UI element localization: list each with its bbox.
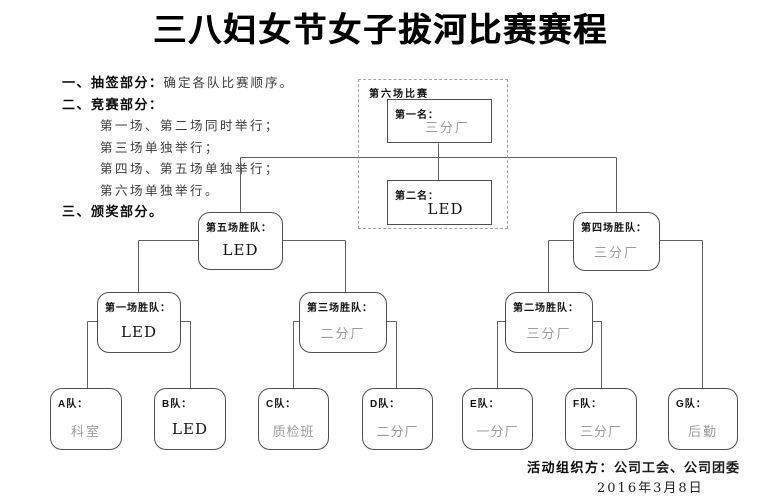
organizer-label: 活动组织方： <box>527 460 615 475</box>
match5-winner-label: 第五场胜队： <box>206 223 272 234</box>
note-section3-label: 三、颁奖部分。 <box>62 204 164 219</box>
note-schedule-line-4: 第六场单独举行。 <box>100 182 221 198</box>
team-box-c: C队： 质检班 <box>258 388 329 450</box>
team-g-label: G队： <box>676 399 707 410</box>
match4-winner-label: 第四场胜队： <box>581 223 647 234</box>
event-date: 2016年3月8日 <box>597 481 704 496</box>
note-schedule-line-2: 第三场单独举行； <box>100 139 221 155</box>
match1-connectors <box>87 321 191 388</box>
organizer-line: 活动组织方：公司工会、公司团委 <box>527 457 740 477</box>
first-place-value: 三分厂 <box>424 120 470 135</box>
team-f-label: F队： <box>573 399 603 410</box>
team-d-label: D队： <box>370 399 401 410</box>
team-f-value: 三分厂 <box>579 424 622 439</box>
match4-connectors <box>548 240 703 388</box>
match5-winner-box: 第五场胜队： LED <box>198 212 283 270</box>
notes-section: 一、抽签部分：确定各队比赛顺序。 二、竞赛部分： 第一场、第二场同时举行； 第三… <box>62 72 294 223</box>
team-b-value: LED <box>172 420 208 438</box>
note-schedule-line-1: 第一场、第二场同时举行； <box>100 118 281 133</box>
organizer-value: 公司工会、公司团委 <box>614 460 741 475</box>
match3-winner-value: 二分厂 <box>320 326 366 341</box>
match5-winner-value: LED <box>222 241 259 259</box>
team-g-value: 后勤 <box>687 424 718 439</box>
team-b-label: B队： <box>162 399 193 410</box>
team-c-label: C队： <box>266 399 297 410</box>
team-box-b: B队： LED <box>154 388 226 450</box>
match2-winner-label: 第二场胜队： <box>513 303 579 314</box>
note-section1-label: 一、抽签部分： <box>62 75 164 90</box>
match3-connectors <box>293 321 397 388</box>
team-e-label: E队： <box>470 399 500 410</box>
final-match-group-label: 第六场比赛 <box>369 89 429 100</box>
team-a-value: 科室 <box>70 424 101 439</box>
team-d-value: 二分厂 <box>376 424 419 439</box>
team-box-d: D队： 二分厂 <box>362 388 433 450</box>
second-place-box: 第二名： LED <box>387 180 492 225</box>
match4-winner-box: 第四场胜队： 三分厂 <box>573 212 660 271</box>
match2-connectors <box>497 321 602 388</box>
note-line-awards: 三、颁奖部分。 <box>62 201 294 223</box>
match4-winner-value: 三分厂 <box>593 245 639 260</box>
note-section1-text: 确定各队比赛顺序。 <box>163 75 295 90</box>
match2-winner-box: 第二场胜队： 三分厂 <box>505 292 593 353</box>
first-place-box: 第一名： 三分厂 <box>387 99 492 143</box>
final-connectors <box>240 143 617 212</box>
match2-winner-value: 三分厂 <box>526 326 572 341</box>
team-a-label: A队： <box>58 399 89 410</box>
match1-winner-value: LED <box>121 323 157 341</box>
match1-winner-box: 第一场胜队： LED <box>97 292 181 353</box>
team-box-f: F队： 三分厂 <box>565 388 637 450</box>
final-match-group: 第六场比赛 <box>358 79 508 229</box>
second-place-label: 第二名： <box>395 191 439 202</box>
team-e-value: 一分厂 <box>476 424 519 439</box>
second-place-value: LED <box>427 200 464 218</box>
team-c-value: 质检班 <box>272 424 315 439</box>
team-box-a: A队： 科室 <box>50 388 122 450</box>
team-box-g: G队： 后勤 <box>668 388 738 450</box>
match3-winner-label: 第三场胜队： <box>307 303 373 314</box>
match3-winner-box: 第三场胜队： 二分厂 <box>299 292 387 353</box>
note-line-competition: 二、竞赛部分： <box>62 94 294 116</box>
note-schedule-line-3: 第四场、第五场单独举行； <box>100 161 281 176</box>
note-line-draw: 一、抽签部分：确定各队比赛顺序。 <box>62 72 294 94</box>
first-place-label: 第一名： <box>395 110 439 121</box>
team-box-e: E队： 一分厂 <box>462 388 533 450</box>
match1-winner-label: 第一场胜队： <box>105 303 171 314</box>
page-title: 三八妇女节女子拔河比赛赛程 <box>153 10 608 49</box>
match5-connectors <box>138 240 346 292</box>
note-section2-label: 二、竞赛部分： <box>62 96 164 112</box>
